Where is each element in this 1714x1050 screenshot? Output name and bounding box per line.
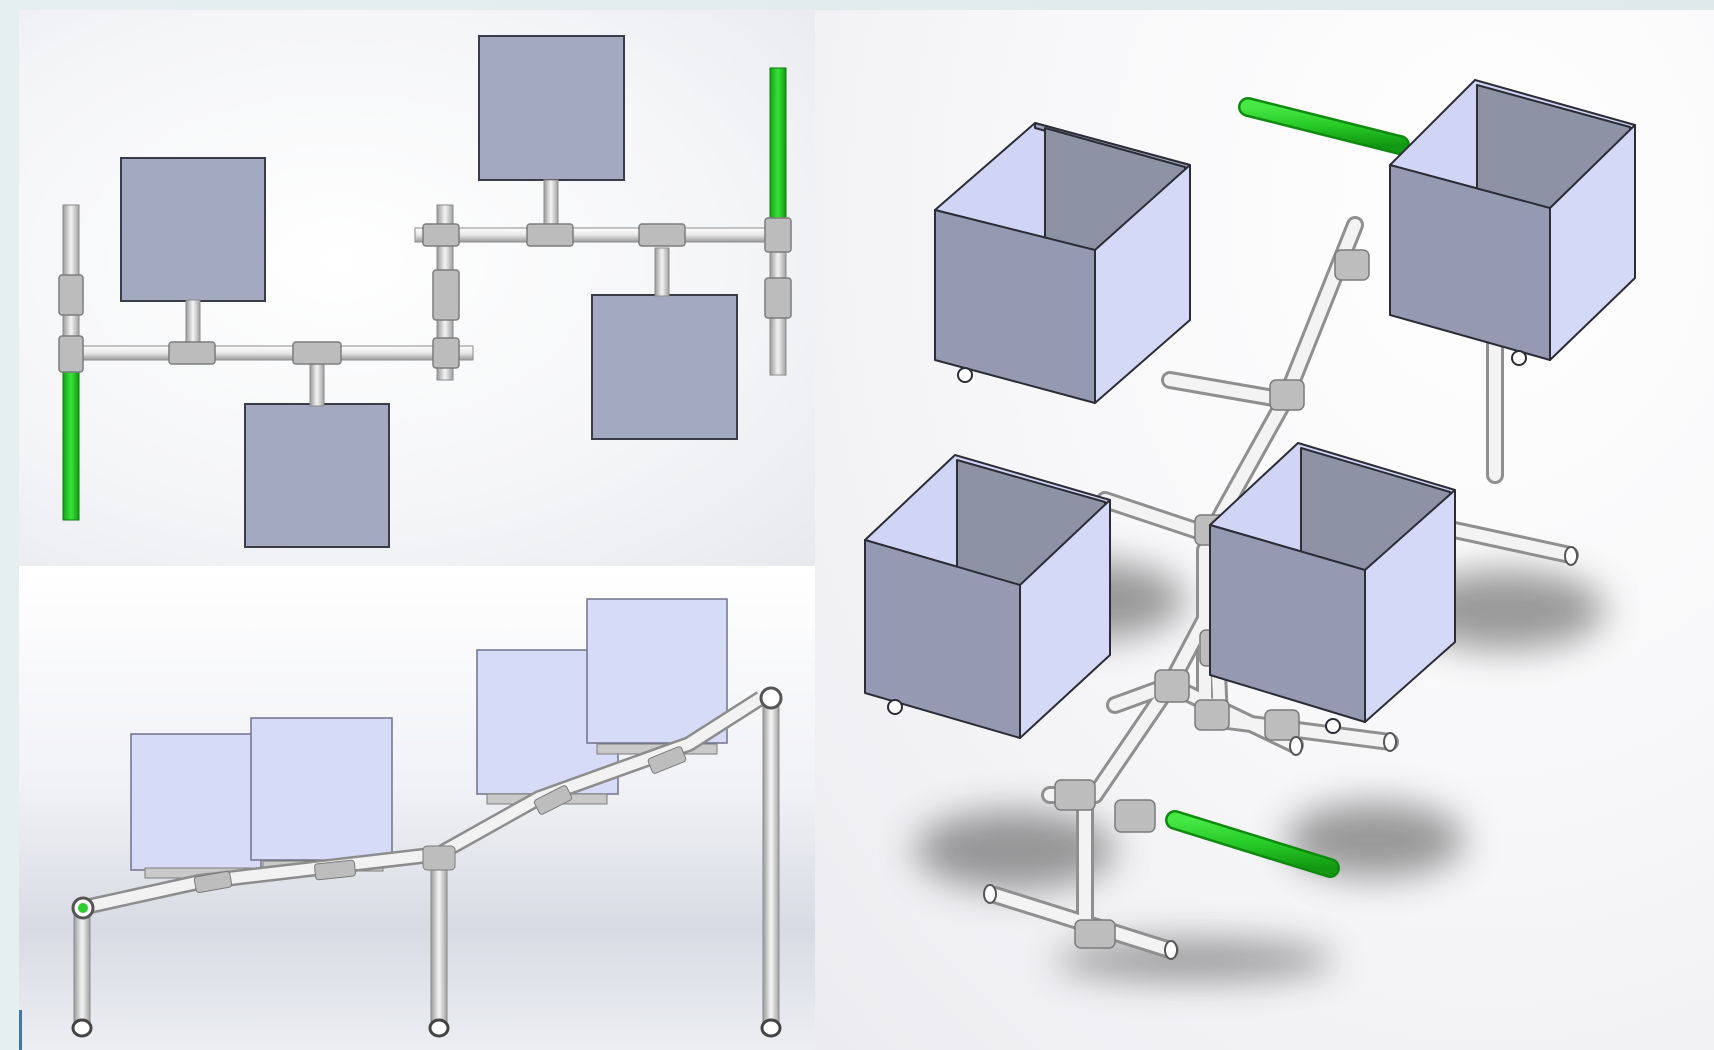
green-pipe-left [62, 359, 80, 521]
side-view-drawing [71, 598, 783, 1038]
bin-3-top [478, 35, 625, 181]
bin-2-iso [864, 454, 1111, 739]
main-pipe-upper [414, 227, 778, 243]
pipe-joint-icon [58, 217, 792, 373]
pipe-joint-icon [193, 746, 687, 894]
bin-2-side [250, 717, 393, 861]
bin-3-iso [1389, 79, 1636, 366]
main-pipe-lower [62, 345, 474, 361]
side-view-panel [19, 566, 815, 1050]
bin-4-top [591, 294, 738, 440]
bin-1-top [120, 157, 266, 302]
top-view-panel [19, 10, 815, 566]
top-view-drawing [58, 35, 792, 548]
bin-4-iso [1209, 442, 1456, 734]
bin-1-side [130, 733, 262, 871]
bin-1-iso [934, 122, 1191, 404]
isometric-view-panel [815, 10, 1714, 1050]
isometric-view-drawing [864, 79, 1636, 980]
green-pipe-right [769, 67, 787, 224]
selection-edge-marker [19, 1010, 22, 1050]
bin-4-side [586, 598, 728, 744]
bin-2-top [244, 403, 390, 548]
